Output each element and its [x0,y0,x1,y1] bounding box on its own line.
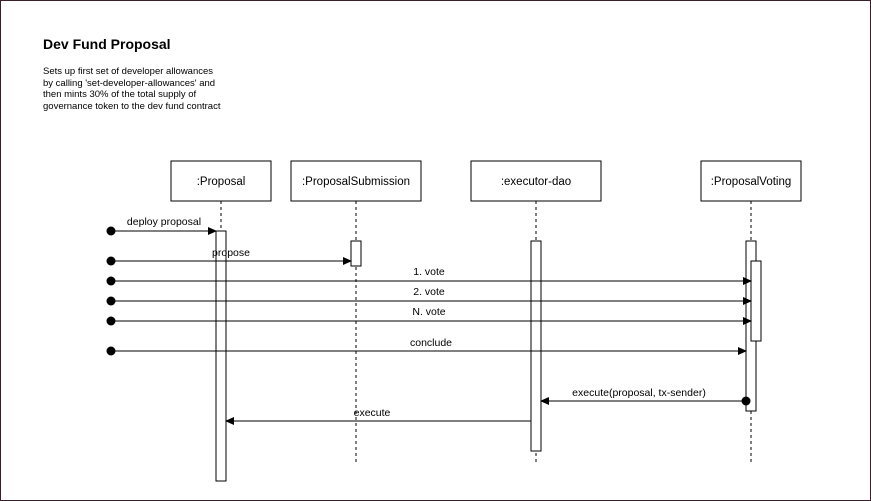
message-vote-2: 2. vote [106,286,752,306]
participant-proposal-voting: :ProposalVoting [700,160,802,202]
svg-text::ProposalSubmission: :ProposalSubmission [302,176,410,188]
activation-proposal [215,230,227,482]
message-deploy-proposal: deploy proposal [106,216,217,236]
svg-text:execute(proposal, tx-sender): execute(proposal, tx-sender) [572,387,706,399]
message-vote-1: 1. vote [106,266,752,286]
participant-executor-dao: :executor-dao [470,160,602,202]
message-vote-n: N. vote [106,306,752,326]
svg-text:conclude: conclude [410,337,452,349]
svg-text:1. vote: 1. vote [413,266,445,278]
message-conclude: conclude [106,337,747,356]
participant-proposal-submission: :ProposalSubmission [290,160,422,202]
message-execute: execute [225,407,531,425]
svg-text::executor-dao: :executor-dao [501,176,571,188]
description-line: governance token to the dev fund contrac… [43,100,221,112]
activation-proposal-voting-nested [750,260,762,342]
message-propose: propose [106,247,352,266]
svg-text::ProposalVoting: :ProposalVoting [711,176,792,188]
diagram-title: Dev Fund Proposal [43,36,171,52]
activation-proposal-submission [350,240,362,267]
description-line: then mints 30% of the total supply of [43,89,197,100]
svg-text::Proposal: :Proposal [197,176,246,188]
svg-text:execute: execute [354,407,391,419]
svg-text:2. vote: 2. vote [413,286,445,298]
description-line: Sets up first set of developer allowance… [43,66,214,77]
activation-executor-dao [530,240,542,452]
svg-text:propose: propose [212,247,250,259]
svg-text:deploy proposal: deploy proposal [127,216,201,228]
message-execute-proposal: execute(proposal, tx-sender) [540,387,751,406]
diagram-description: Sets up first set of developer allowance… [43,66,220,112]
svg-text:N. vote: N. vote [412,306,445,318]
participant-proposal: :Proposal [170,160,272,202]
description-line: by calling 'set-developer-allowances' an… [43,77,216,89]
